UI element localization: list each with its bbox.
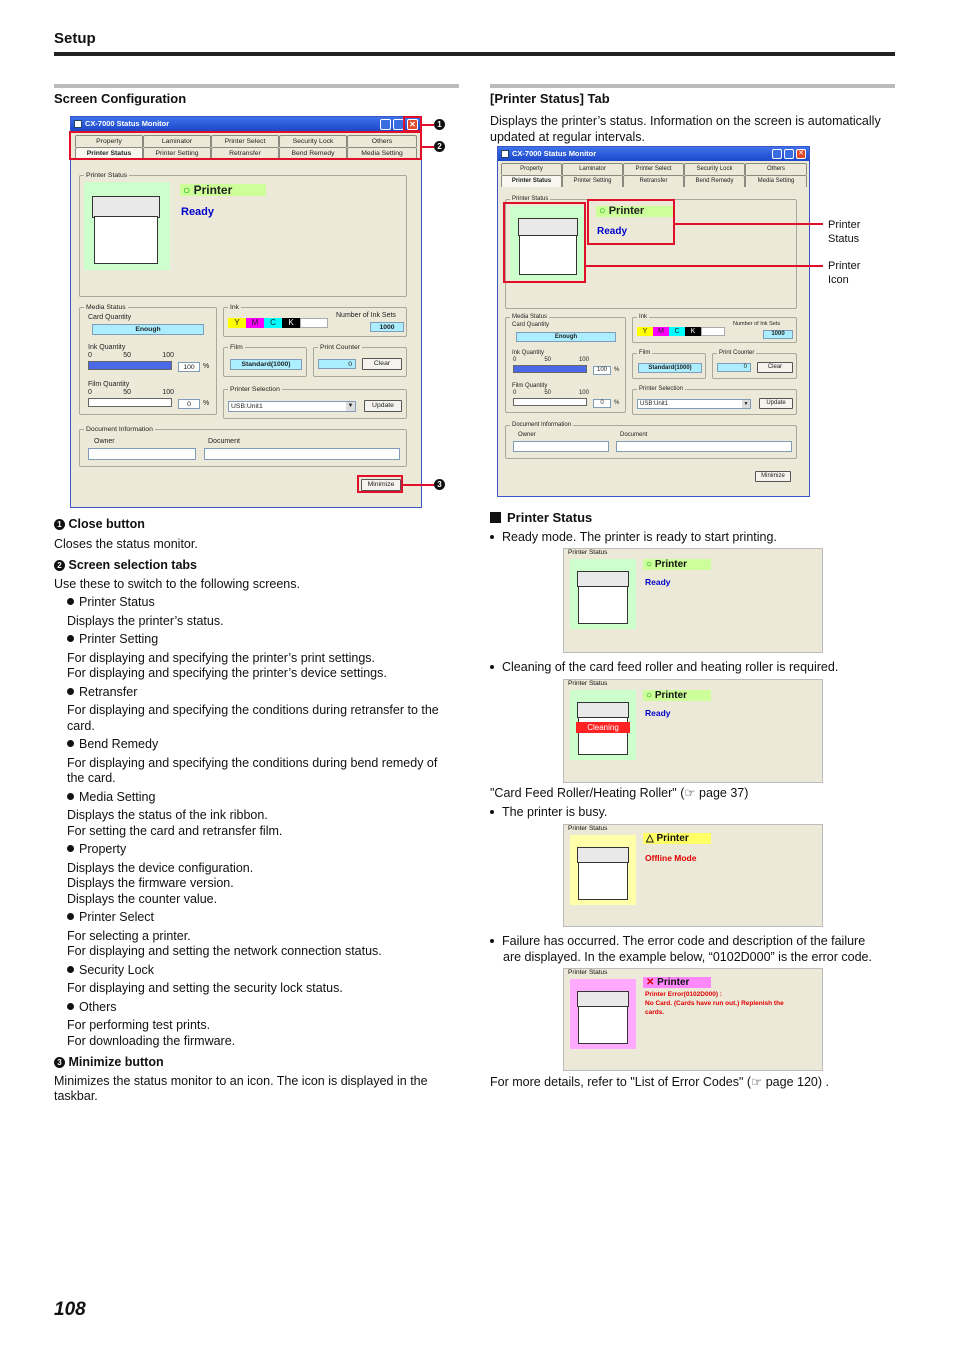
panel-busy: Printer Status △ Printer Offline Mode [563, 824, 823, 927]
minimize-button[interactable]: Minimize [361, 479, 401, 491]
tab-property[interactable]: Property [75, 135, 143, 147]
header-title: Setup [54, 30, 96, 47]
square-bullet-icon [490, 512, 501, 523]
callout-box-minimize [357, 475, 403, 493]
callout-box-printer-status [587, 199, 675, 245]
update-button[interactable]: Update [364, 400, 402, 412]
printer-icon [570, 559, 636, 629]
tab-others[interactable]: Others [347, 135, 417, 147]
callout-box-close [403, 116, 422, 132]
header-rule [54, 52, 895, 56]
section-bar-right [490, 84, 895, 88]
window-titlebar: CX-7000 Status Monitor [71, 117, 421, 131]
minimize-window-icon[interactable] [772, 149, 782, 159]
callout-3: 3 [434, 479, 445, 490]
callout-2: 2 [434, 141, 445, 152]
callout-box-tabs [69, 131, 422, 160]
printer-status-group: Printer Status ○ Printer Ready [79, 171, 407, 297]
left-descriptions: 1 Close button Closes the status monitor… [54, 517, 454, 1105]
clear-button[interactable]: Clear [362, 358, 402, 370]
warning-icon: △ [646, 833, 654, 844]
film-group: Film Standard(1000) [223, 343, 307, 377]
ok-status-icon: ○ [183, 183, 191, 197]
ready-text: Ready [181, 206, 215, 218]
cleaning-reference: "Card Feed Roller/Heating Roller" (☞ pag… [490, 786, 749, 800]
panel-error: Printer Status ✕ Printer Printer Error(0… [563, 968, 823, 1071]
busy-bullet: The printer is busy. [490, 805, 607, 821]
close-icon[interactable]: ✕ [796, 149, 806, 159]
app-icon [74, 120, 82, 128]
panel-ready: Printer Status ○ Printer Ready [563, 548, 823, 653]
callout-box-printer-icon [503, 202, 586, 283]
ready-bullet: Ready mode. The printer is ready to star… [490, 530, 777, 546]
tab-row-top: Property Laminator Printer Select Securi… [75, 135, 417, 147]
callout-1: 1 [434, 119, 445, 130]
print-counter-group: Print Counter 0 Clear [313, 343, 407, 377]
chevron-down-icon[interactable]: ▼ [346, 402, 355, 411]
tab-security-lock[interactable]: Security Lock [279, 135, 347, 147]
minimize-window-icon[interactable] [380, 119, 391, 130]
cleaning-badge: Cleaning [576, 722, 630, 733]
panel-cleaning: Printer Status Cleaning ○ Printer Ready [563, 679, 823, 783]
status-monitor-window: CX-7000 Status Monitor ✕ Property Lamina… [70, 116, 422, 508]
printer-status-heading: ○ Printer [180, 184, 266, 196]
tab-bend-remedy[interactable]: Bend Remedy [279, 147, 347, 159]
tab-printer-select[interactable]: Printer Select [211, 135, 279, 147]
error-x-icon: ✕ [646, 977, 655, 988]
maximize-window-icon[interactable] [784, 149, 794, 159]
media-status-group: Media Status Card Quantity Enough Ink Qu… [79, 303, 217, 415]
film-quantity-bar [88, 398, 172, 407]
right-intro: Displays the printer’s status. Informati… [490, 114, 881, 144]
document-field [204, 448, 400, 460]
document-information-group: Document Information Owner Document [79, 425, 407, 467]
error-message: Printer Error(0102D000) : No Card. (Card… [645, 991, 784, 1016]
ink-quantity-bar [88, 361, 172, 370]
failure-bullet: Failure has occurred. The error code and… [490, 934, 865, 950]
printer-icon [570, 835, 636, 905]
offline-text: Offline Mode [645, 853, 697, 863]
tab-printer-status[interactable]: Printer Status [75, 147, 143, 159]
right-section-title: [Printer Status] Tab [490, 91, 610, 106]
printer-icon [510, 206, 586, 280]
cleaning-bullet: Cleaning of the card feed roller and hea… [490, 660, 838, 676]
printer-status-section-title: Printer Status [490, 510, 592, 525]
tab-retransfer[interactable]: Retransfer [211, 147, 279, 159]
card-quantity-field: Enough [92, 324, 204, 335]
section-bar-left [54, 84, 459, 88]
tab-media-setting[interactable]: Media Setting [347, 147, 417, 159]
status-monitor-window-small: CX-7000 Status Monitor ✕ Property Lamina… [497, 146, 810, 497]
owner-field [88, 448, 196, 460]
tab-laminator[interactable]: Laminator [143, 135, 211, 147]
printer-icon [84, 182, 170, 270]
tab-row-bottom: Printer Status Printer Setting Retransfe… [75, 147, 417, 159]
close-icon[interactable]: ✕ [407, 119, 418, 130]
left-section-title: Screen Configuration [54, 91, 187, 106]
error-codes-reference: For more details, refer to "List of Erro… [490, 1075, 829, 1089]
ink-group: Ink Y M C K Number of Ink Sets 1000 [223, 303, 407, 337]
printer-select-dropdown[interactable]: USB:Unit1 [228, 401, 356, 412]
printer-icon [570, 979, 636, 1049]
printer-selection-group: Printer Selection USB:Unit1 ▼ Update [223, 385, 407, 419]
chevron-down-icon[interactable]: ▼ [742, 400, 750, 408]
page-number: 108 [54, 1299, 86, 1320]
printer-icon: Cleaning [570, 690, 636, 760]
tab-printer-setting[interactable]: Printer Setting [143, 147, 211, 159]
